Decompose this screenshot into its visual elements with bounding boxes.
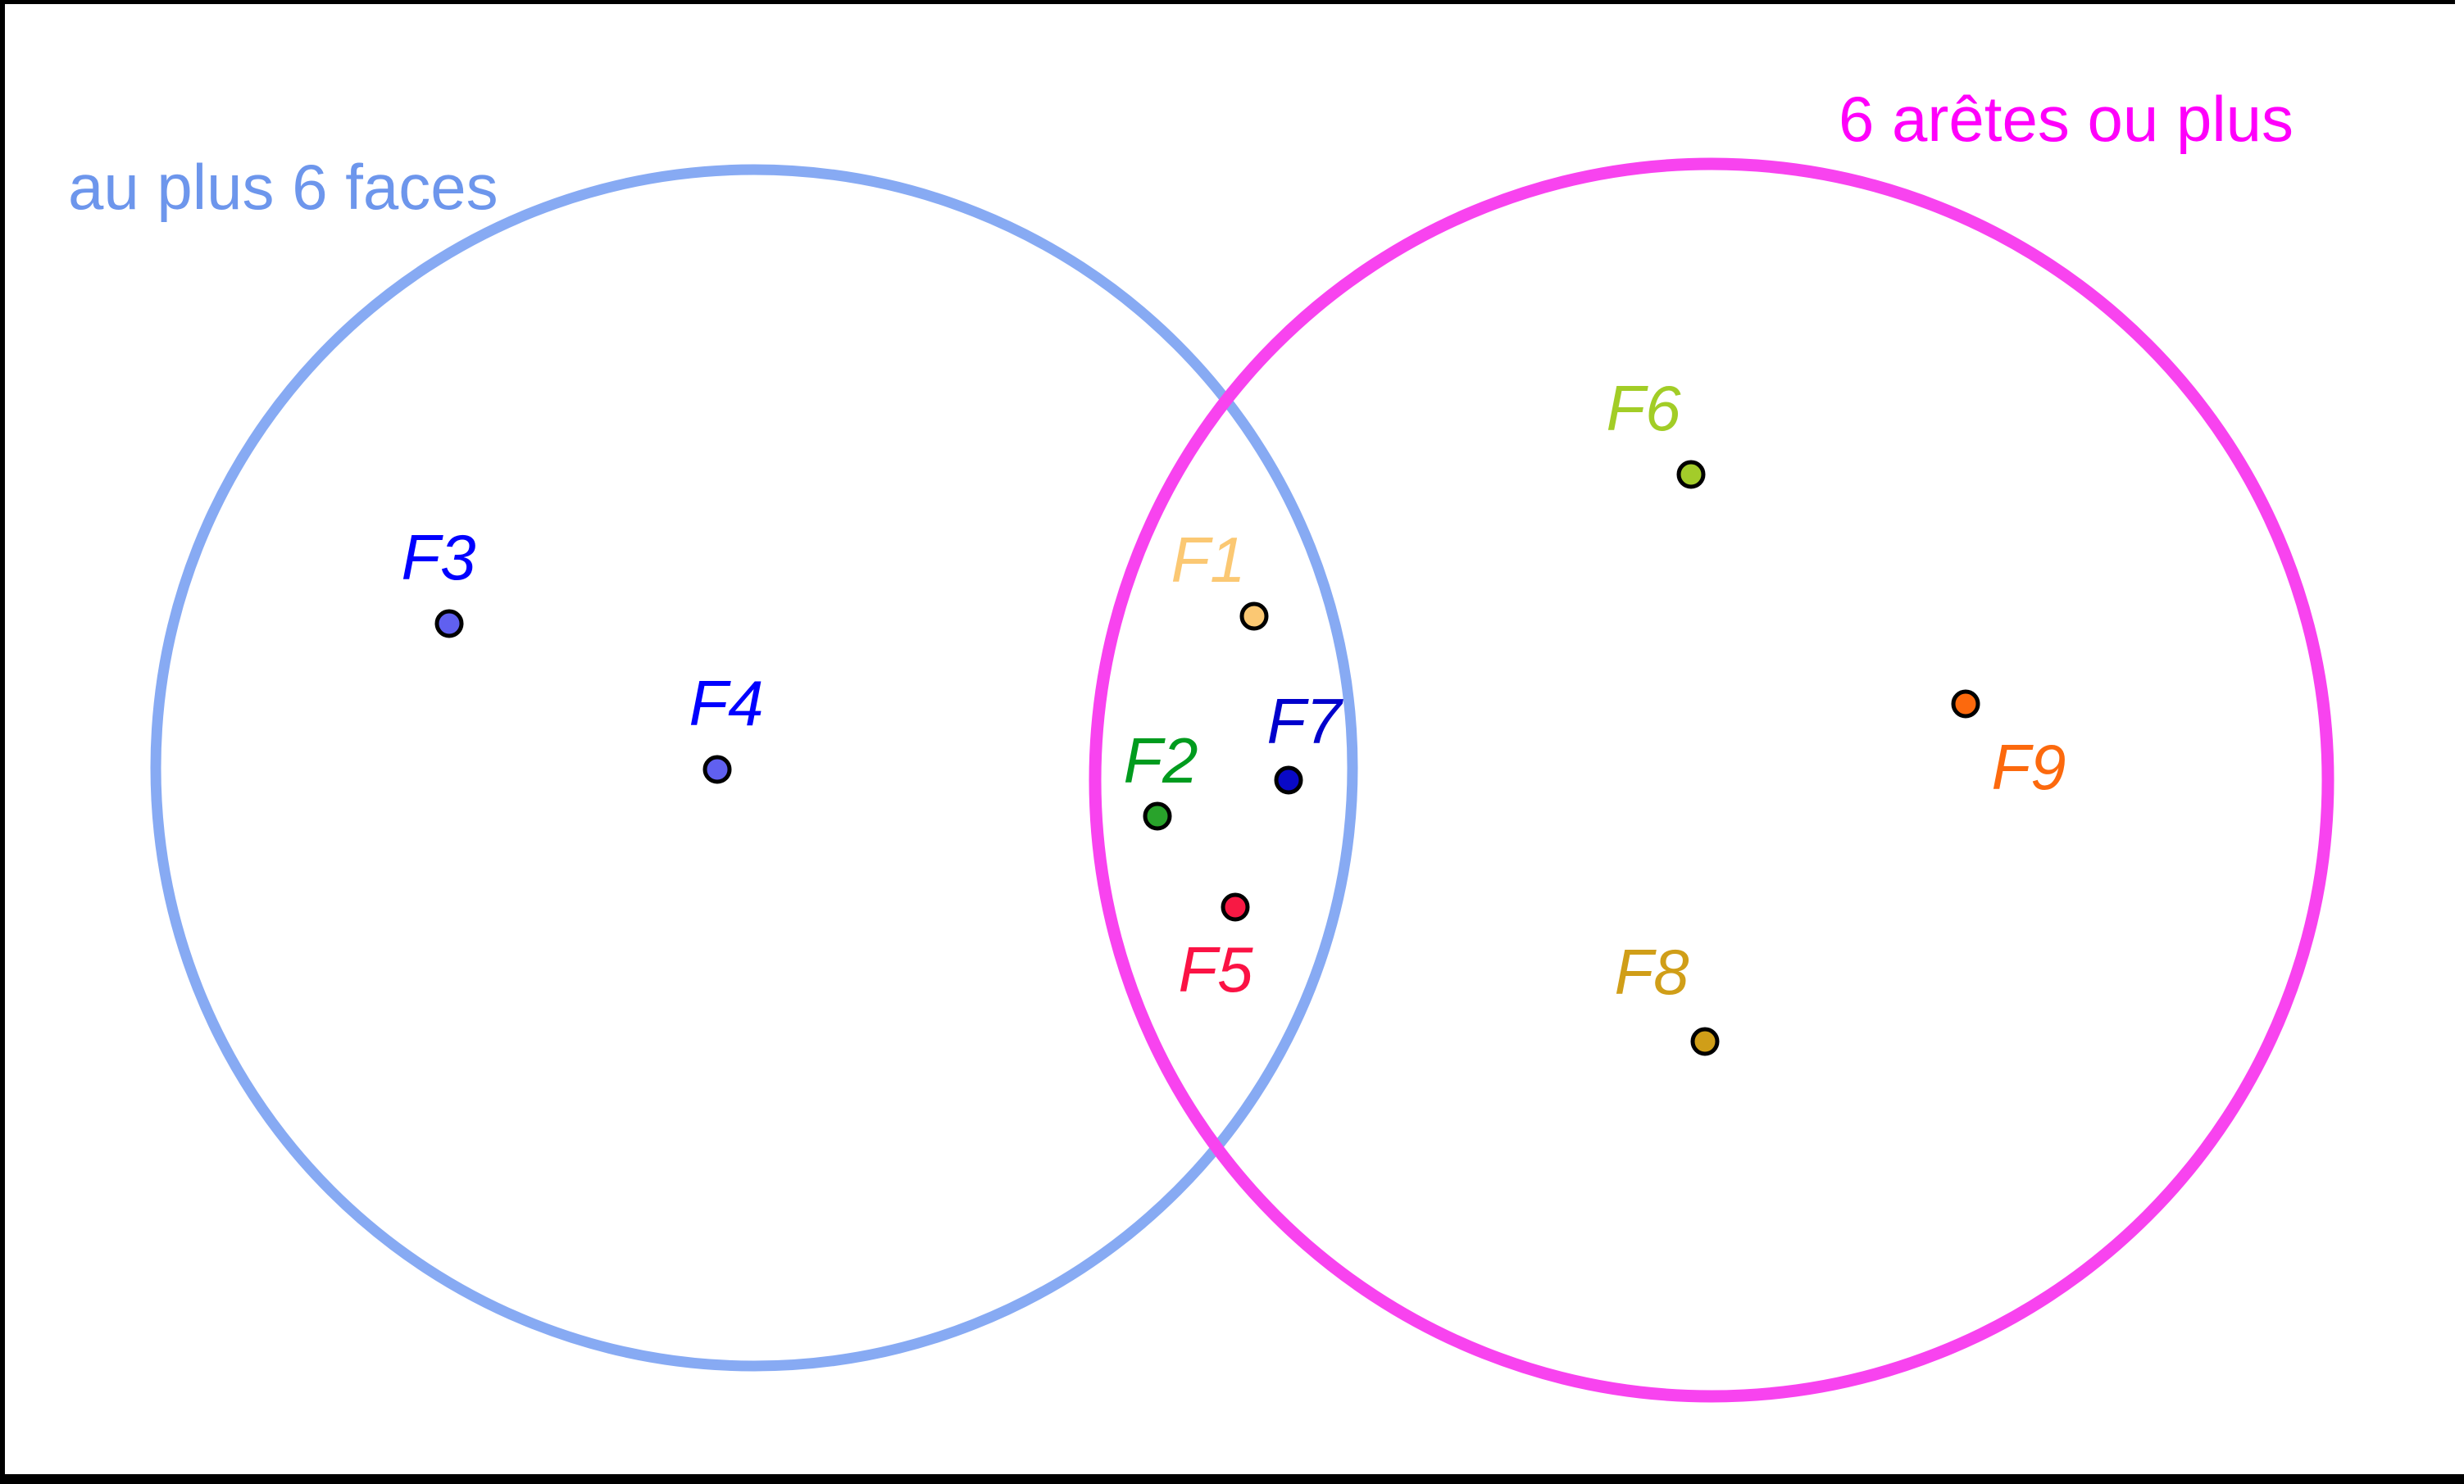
point-label: F8 bbox=[1614, 936, 1689, 1008]
point-marker[interactable] bbox=[1676, 460, 1706, 489]
point-f4: F4 bbox=[689, 667, 764, 784]
point-f3: F3 bbox=[401, 521, 476, 638]
right-set-title: 6 arêtes ou plus bbox=[1839, 83, 2294, 155]
point-marker[interactable] bbox=[1143, 801, 1172, 831]
point-f9: F9 bbox=[1951, 689, 2066, 803]
point-marker[interactable] bbox=[1239, 601, 1269, 631]
point-f5: F5 bbox=[1178, 892, 1253, 1005]
point-f8: F8 bbox=[1614, 936, 1720, 1056]
point-label: F2 bbox=[1123, 724, 1198, 796]
point-f6: F6 bbox=[1606, 372, 1706, 489]
point-marker[interactable] bbox=[1274, 765, 1303, 795]
point-label: F1 bbox=[1171, 524, 1245, 596]
point-marker[interactable] bbox=[1221, 892, 1250, 922]
point-marker[interactable] bbox=[434, 609, 464, 638]
frame-top-edge bbox=[0, 0, 2455, 4]
point-label: F4 bbox=[689, 667, 763, 739]
point-f2: F2 bbox=[1123, 724, 1198, 831]
point-marker[interactable] bbox=[1690, 1027, 1720, 1056]
point-label: F9 bbox=[1991, 731, 2066, 803]
point-f7: F7 bbox=[1266, 685, 1343, 795]
point-label: F7 bbox=[1266, 685, 1343, 757]
right-set-circle bbox=[1089, 157, 2334, 1403]
left-set-circle bbox=[150, 164, 1358, 1372]
point-label: F3 bbox=[401, 521, 475, 593]
point-label: F5 bbox=[1178, 933, 1253, 1005]
frame-bottom-edge bbox=[0, 1474, 2464, 1484]
point-marker[interactable] bbox=[702, 755, 732, 784]
point-marker[interactable] bbox=[1951, 689, 1980, 719]
point-label: F6 bbox=[1606, 372, 1681, 444]
point-f1: F1 bbox=[1171, 524, 1269, 631]
frame-left-edge bbox=[0, 0, 5, 1484]
left-set-title: au plus 6 faces bbox=[68, 151, 498, 223]
